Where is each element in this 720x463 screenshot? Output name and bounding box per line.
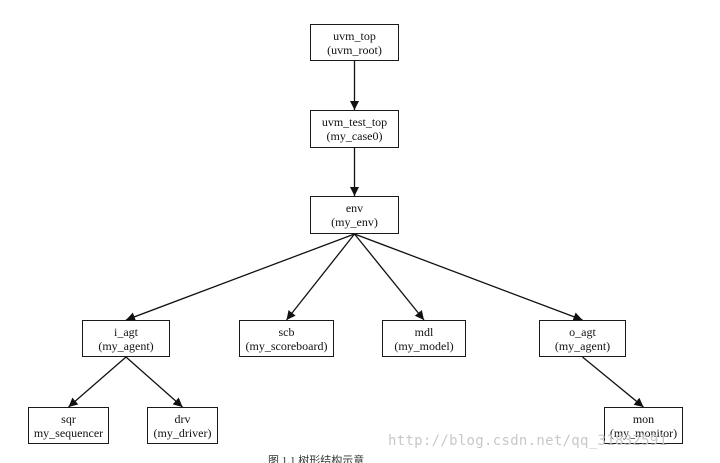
node-type: (my_agent)	[554, 338, 611, 353]
edge-env-to-scb	[285, 233, 356, 321]
node-o-agt: o_agt (my_agent)	[539, 320, 626, 357]
watermark-text: http://blog.csdn.net/qq_31832591	[388, 433, 668, 449]
node-uvm-test-top: uvm_test_top (my_case0)	[310, 110, 399, 148]
node-type: (my_model)	[394, 338, 454, 353]
edge-env-to-mdl	[353, 233, 425, 321]
node-env: env (my_env)	[310, 196, 399, 234]
node-mon: mon (my_monitor)	[604, 407, 683, 444]
node-name: uvm_top	[333, 28, 376, 43]
edge-env-to-o_agt	[354, 233, 583, 322]
edge-env-to-i_agt	[125, 233, 355, 322]
node-name: env	[345, 201, 364, 215]
node-name: i_agt	[114, 324, 138, 339]
node-uvm-top: uvm_top (uvm_root)	[310, 24, 399, 61]
node-scb: scb (my_scoreboard)	[239, 320, 334, 357]
node-type: (my_monitor)	[609, 425, 678, 440]
node-name: drv	[174, 411, 191, 426]
node-name: mdl	[414, 324, 434, 339]
node-type: (my_agent)	[98, 338, 154, 353]
node-drv: drv (my_driver)	[147, 407, 218, 444]
node-type: (my_env)	[331, 215, 378, 229]
figure-caption: 图 1.1 树形结构示意	[268, 455, 365, 463]
edge-o_agt-to-mon	[582, 356, 644, 408]
node-mdl: mdl (my_model)	[382, 320, 466, 357]
node-type: (my_driver)	[153, 425, 212, 440]
edge-i_agt-to-sqr	[68, 356, 127, 408]
node-i-agt: i_agt (my_agent)	[82, 320, 170, 357]
node-type: my_sequencer	[33, 425, 104, 440]
node-sqr: sqr my_sequencer	[28, 407, 109, 444]
node-name: sqr	[61, 411, 76, 426]
node-type: (my_case0)	[326, 129, 383, 143]
node-type: (my_scoreboard)	[245, 338, 328, 353]
node-name: mon	[632, 411, 655, 426]
node-name: uvm_test_top	[321, 115, 388, 129]
edge-i_agt-to-drv	[125, 356, 183, 408]
node-name: o_agt	[569, 324, 596, 339]
node-name: scb	[278, 324, 295, 339]
node-type: (uvm_root)	[327, 42, 382, 57]
